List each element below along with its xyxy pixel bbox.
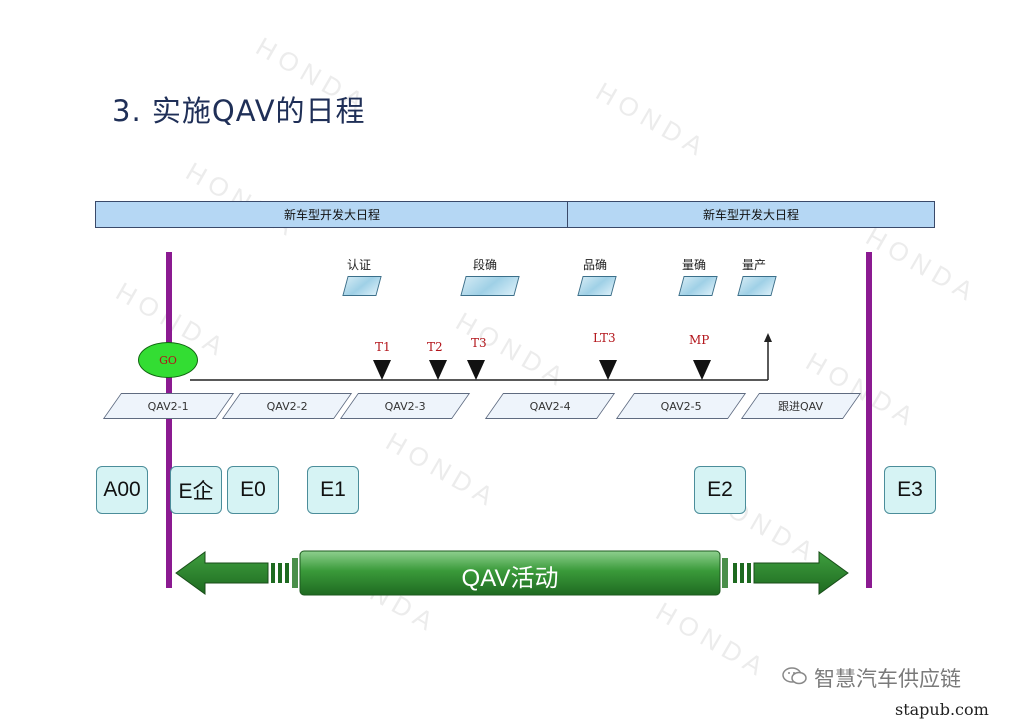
footer-site: stapub.com <box>895 700 989 719</box>
qav-activity-label: QAV活动 <box>461 565 559 592</box>
end-divider-bar <box>866 252 872 588</box>
page-title: 3. 实施QAV的日程 <box>112 94 366 128</box>
gate-box: E2 <box>694 466 746 514</box>
t-label: T1 <box>375 340 391 354</box>
milestone-label: 认证 <box>347 258 372 272</box>
start-divider-bar <box>166 252 172 588</box>
gate-box: E1 <box>307 466 359 514</box>
t-marker <box>467 360 485 380</box>
gate-box: E0 <box>227 466 279 514</box>
gate-box: E3 <box>884 466 936 514</box>
t-label: LT3 <box>593 331 616 345</box>
milestone-label: 段确 <box>473 258 498 272</box>
t-label: T2 <box>427 340 443 354</box>
footer-brand: 智慧汽车供应链 <box>814 667 961 691</box>
t-marker <box>373 360 391 380</box>
milestone-label: 量确 <box>682 258 707 272</box>
wechat-icon <box>782 666 808 686</box>
schedule-banner-right: 新车型开发大日程 <box>567 201 935 228</box>
t-marker <box>599 360 617 380</box>
go-oval: GO <box>138 342 198 378</box>
gate-box: E企 <box>170 466 222 514</box>
t-label: MP <box>689 333 710 347</box>
t-label: T3 <box>471 336 487 350</box>
go-label: GO <box>159 353 177 367</box>
schedule-banner-left: 新车型开发大日程 <box>95 201 569 228</box>
t-marker <box>429 360 447 380</box>
milestone-label: 量产 <box>742 258 767 272</box>
gate-box: A00 <box>96 466 148 514</box>
milestone-label: 品确 <box>583 258 608 272</box>
t-marker <box>693 360 711 380</box>
